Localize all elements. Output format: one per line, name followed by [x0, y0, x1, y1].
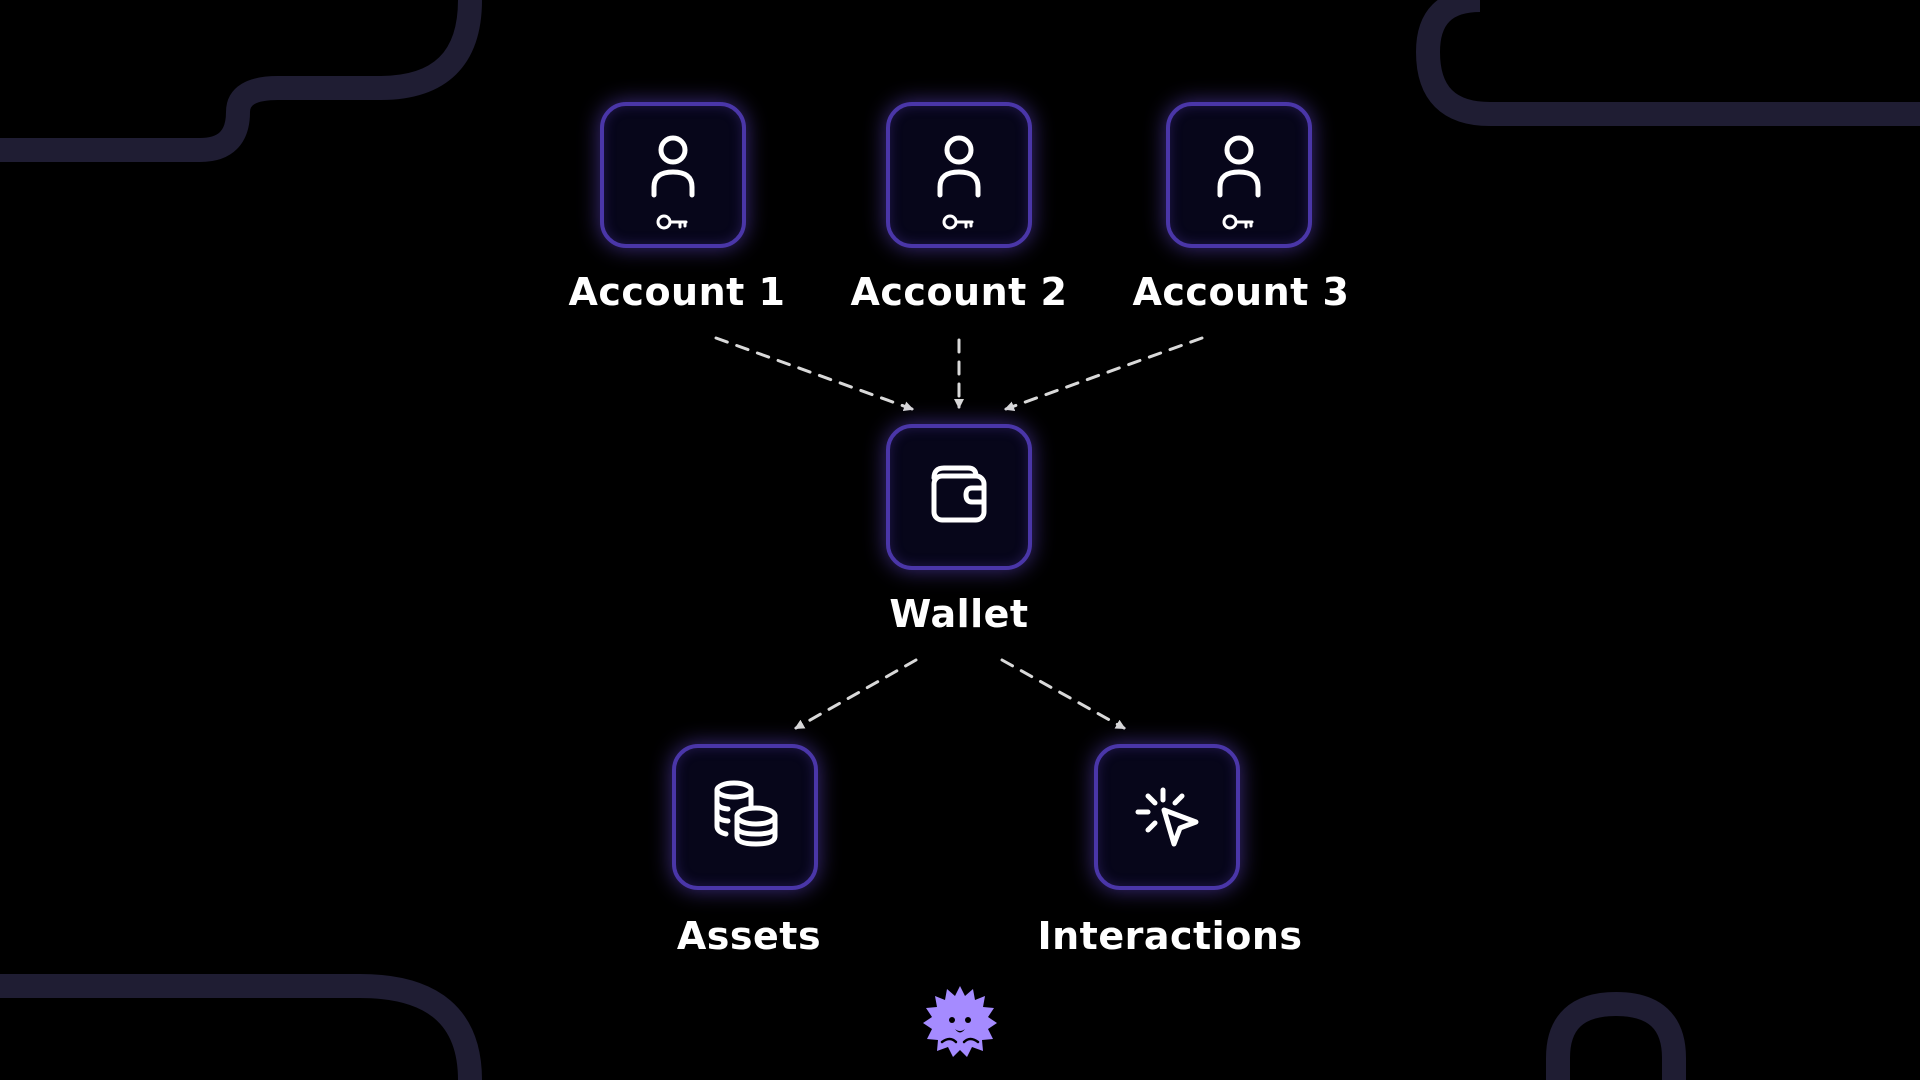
decor-line-top-right — [1415, 0, 1920, 126]
node-interactions — [1094, 744, 1240, 890]
wallet-icon — [931, 465, 987, 523]
edge-account-1-wallet — [714, 336, 914, 411]
node-account-3 — [1166, 102, 1312, 248]
user-key-icon — [651, 135, 695, 230]
node-assets — [672, 744, 818, 890]
edge-account-3-wallet — [1004, 336, 1204, 411]
node-account-1 — [600, 102, 746, 248]
decor-line-bottom-right — [1546, 991, 1686, 1080]
node-label-assets: Assets — [676, 914, 822, 958]
click-cursor-icon — [1135, 787, 1199, 847]
node-account-2 — [886, 102, 1032, 248]
hedgehog-logo-icon — [923, 986, 997, 1057]
node-label-account-3: Account 3 — [1132, 270, 1350, 314]
decor-line-bottom-left — [0, 974, 482, 1080]
coins-icon — [714, 780, 778, 847]
edge-wallet-interactions — [1000, 658, 1126, 730]
user-key-icon — [1217, 135, 1261, 230]
node-label-account-2: Account 2 — [850, 270, 1068, 314]
node-label-wallet: Wallet — [889, 592, 1029, 636]
edge-wallet-assets — [794, 658, 918, 730]
node-label-account-1: Account 1 — [568, 270, 786, 314]
node-wallet — [886, 424, 1032, 570]
user-key-icon — [937, 135, 981, 230]
node-label-interactions: Interactions — [1037, 914, 1303, 958]
decor-line-top-left — [0, 0, 482, 162]
